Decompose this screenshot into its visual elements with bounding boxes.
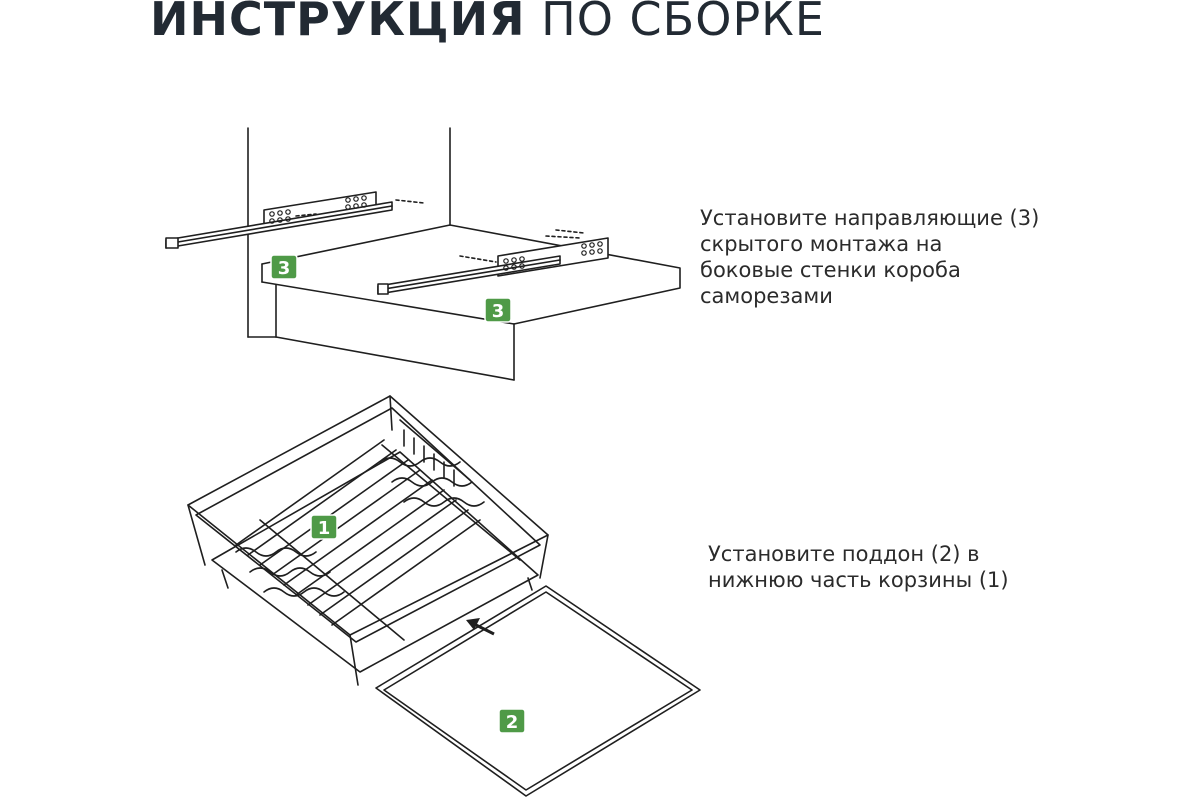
step-2-line: нижнюю часть корзины (1) <box>708 568 1009 592</box>
cabinet-drawing <box>247 127 681 381</box>
badge-tray: 2 <box>498 708 526 734</box>
rail-left-drawing <box>165 191 425 249</box>
badge-tray-label: 2 <box>506 712 519 733</box>
title-bold: ИНСТРУКЦИЯ <box>150 0 526 46</box>
step-1-line: боковые стенки короба <box>700 258 961 282</box>
arrow-icon <box>466 618 495 636</box>
title-regular: ПО СБОРКЕ <box>541 0 825 46</box>
step-1-line: Установите направляющие (3) <box>700 206 1040 230</box>
step-2-line: Установите поддон (2) в <box>708 542 980 566</box>
step-1-line: саморезами <box>700 284 833 308</box>
rail-right-drawing <box>377 229 609 295</box>
page-title: ИНСТРУКЦИЯ ПО СБОРКЕ <box>150 0 825 46</box>
badge-basket: 1 <box>310 514 338 540</box>
tray-drawing <box>375 585 701 797</box>
basket-drawing <box>187 395 549 686</box>
step-2-instructions: Установите поддон (2) в нижнюю часть кор… <box>708 541 1009 593</box>
badge-rail-right: 3 <box>484 297 512 323</box>
step-1-instructions: Установите направляющие (3) скрытого мон… <box>700 205 1039 309</box>
badge-basket-label: 1 <box>318 518 331 539</box>
badge-rail-right-label: 3 <box>492 301 505 322</box>
step-1-line: скрытого монтажа на <box>700 232 943 256</box>
badge-rail-left-label: 3 <box>278 258 291 279</box>
badge-rail-left: 3 <box>270 254 298 280</box>
